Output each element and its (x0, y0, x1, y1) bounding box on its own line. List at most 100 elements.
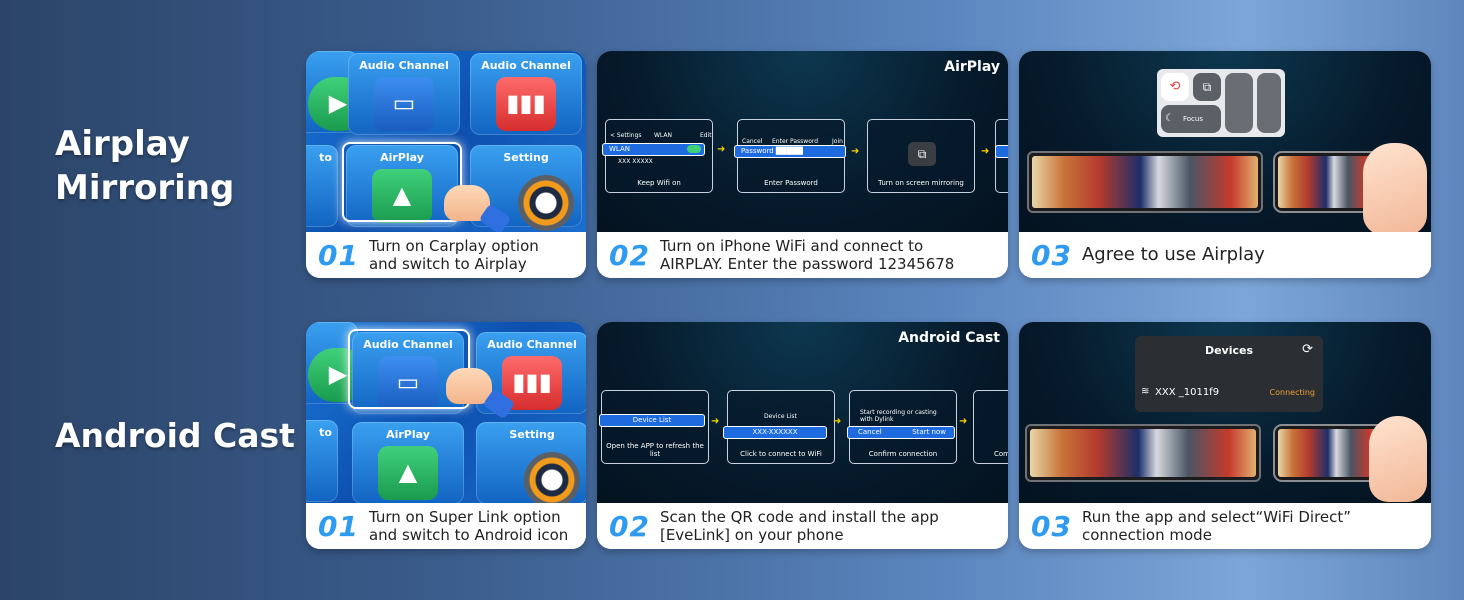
phone-video (1278, 156, 1378, 208)
refresh-icon[interactable]: ⟳ (1302, 342, 1313, 357)
app-tile-airplay[interactable]: AirPlay ▲ (352, 422, 464, 504)
tile-label: Setting (503, 151, 549, 164)
app-tile-airplay[interactable]: AirPlay ▲ (346, 145, 458, 227)
volume-slider[interactable] (1257, 73, 1281, 133)
screen-caption: Keep Wifi on (637, 179, 681, 187)
android-cast-screens: Android Cast Open the APP to refresh the… (597, 322, 1008, 504)
nav-title: WLAN (654, 132, 673, 139)
tile-label: to (319, 151, 332, 164)
step-card-android-03: Devices ⟳ ≋ XXX _1011f9 Connecting 03 Ru… (1019, 322, 1431, 549)
device-name[interactable]: XXX _1011f9 (1155, 387, 1220, 398)
step-number: 01 (318, 238, 359, 272)
start-now-button[interactable]: Start now (912, 428, 946, 436)
control-center-panel: ⟲ ⧉ Focus ☾ (1157, 69, 1285, 137)
phone-screen-mirroring: ⧉ Turn on screen mirroring (867, 119, 975, 193)
step-text: Turn on Carplay option and switch to Air… (369, 237, 539, 273)
device-entry-bar[interactable]: XXX-XXXXXX (723, 426, 827, 439)
step-text: Run the app and select“WiFi Direct” conn… (1082, 508, 1351, 544)
step-text-line: [EveLink] on your phone (659, 526, 844, 544)
step-text-line: Run the app and select“WiFi Direct” (1081, 508, 1352, 526)
screen-caption: Turn on screen mirroring (878, 179, 964, 187)
step-text: Scan the QR code and install the app [Ev… (660, 508, 939, 544)
rearview-mirror-display (1027, 151, 1263, 213)
rotation-lock-icon[interactable]: ⟲ (1161, 73, 1189, 101)
airplay-agree-scene: ⟲ ⧉ Focus ☾ (1019, 51, 1431, 233)
smartphone (1273, 424, 1387, 482)
moon-icon: ☾ (1165, 113, 1174, 124)
focus-label: Focus (1183, 115, 1203, 123)
focus-button[interactable]: Focus (1161, 105, 1221, 133)
tile-label: Audio Channel (359, 59, 449, 72)
brightness-slider[interactable] (1225, 73, 1253, 133)
airplay-setup-screens: AirPlay < Settings WLAN Edit XXX XXXXX K… (597, 51, 1008, 233)
list-title: Device List (764, 413, 797, 420)
connection-status: Connecting (1269, 388, 1315, 397)
hand-holding-phone (1369, 416, 1427, 502)
screen-caption: Confirm connection (868, 450, 938, 458)
row-title-line: Airplay (55, 124, 190, 164)
nav-back: < Settings (610, 132, 642, 139)
arrow-right-icon: ➜ (717, 144, 726, 155)
screen-mirror-icon[interactable]: ⧉ (1193, 73, 1221, 101)
app-tile-audio-channel[interactable]: Audio Channel ▭ (352, 332, 464, 414)
tile-label: Audio Channel (487, 338, 577, 351)
airplay-icon: ▲ (378, 446, 438, 500)
screen-caption: Enter Password (764, 179, 818, 187)
step-caption: 01 Turn on Carplay option and switch to … (306, 232, 586, 278)
step-text-line: and switch to Airplay (368, 255, 527, 273)
step-text-line: AIRPLAY. Enter the password 12345678 (659, 255, 955, 273)
step-number: 02 (609, 238, 650, 272)
tile-label: to (319, 426, 332, 439)
step-caption: 03 Agree to use Airplay (1019, 232, 1431, 278)
devices-popup: Devices ⟳ ≋ XXX _1011f9 Connecting (1135, 336, 1323, 412)
wlan-toggle-bar[interactable]: WLAN (602, 143, 705, 156)
tile-label: Audio Channel (481, 59, 571, 72)
screen-caption: Com (994, 450, 1008, 458)
password-field[interactable]: Password █████ (734, 145, 846, 158)
tile-label: Audio Channel (363, 338, 453, 351)
row-title-android-cast: Android Cast (55, 416, 295, 456)
android-connect-scene: Devices ⟳ ≋ XXX _1011f9 Connecting (1019, 322, 1431, 504)
arrow-right-icon: ➜ (959, 416, 968, 427)
cancel-button[interactable]: Cancel (858, 428, 882, 436)
screen-mirror-icon: ▭ (378, 356, 438, 410)
nav-join: Join (832, 138, 843, 145)
arrow-right-icon: ➜ (981, 146, 990, 157)
app-tile[interactable]: to (306, 145, 338, 227)
highlight-bar (995, 145, 1008, 158)
tile-label: AirPlay (386, 428, 430, 441)
step-text: Agree to use Airplay (1082, 246, 1265, 264)
app-tile[interactable]: to (306, 420, 338, 502)
arrow-right-icon: ➜ (851, 146, 860, 157)
app-tile-audio-channel[interactable]: Audio Channel ▭ (348, 53, 460, 135)
row-title-line: Android Cast (55, 416, 295, 455)
devices-title: Devices (1204, 344, 1254, 357)
step-card-android-02: Android Cast Open the APP to refresh the… (597, 322, 1008, 549)
app-tile-audio-channel[interactable]: Audio Channel ▮▮▮ (470, 53, 582, 135)
confirm-prompt: Start recording or casting with Dylink (860, 409, 937, 423)
step-text-line: Scan the QR code and install the app (659, 508, 939, 526)
step-caption: 01 Turn on Super Link option and switch … (306, 503, 586, 549)
step-number: 03 (1031, 238, 1072, 272)
mirrored-video (1030, 429, 1256, 477)
wifi-icon: ≋ (1141, 386, 1150, 397)
device-list-bar[interactable]: Device List (599, 414, 705, 427)
step-caption: 03 Run the app and select“WiFi Direct” c… (1019, 503, 1431, 549)
step-text: Turn on iPhone WiFi and connect to AIRPL… (660, 237, 954, 273)
screen-mirror-icon: ⧉ (908, 142, 936, 166)
gear-icon (518, 175, 574, 231)
audio-wave-icon: ▮▮▮ (496, 77, 556, 131)
confirm-action-bar: Cancel Start now (847, 426, 955, 439)
tile-label: AirPlay (380, 151, 424, 164)
phone-screen-device-list: Open the APP to refresh the list (601, 390, 709, 464)
step-text-line: Turn on Super Link option (368, 508, 561, 526)
step-card-airplay-01: ▶ Audio Channel ▭ Audio Channel ▮▮▮ to A… (306, 51, 586, 278)
step-caption: 02 Turn on iPhone WiFi and connect to AI… (597, 232, 1008, 278)
selection-highlight (342, 142, 462, 222)
step-card-airplay-02: AirPlay < Settings WLAN Edit XXX XXXXX K… (597, 51, 1008, 278)
phone-video (1278, 429, 1382, 477)
airplay-icon: ▲ (372, 169, 432, 223)
screen-mirror-icon: ▭ (374, 77, 434, 131)
step-number: 02 (609, 509, 650, 543)
step-caption: 02 Scan the QR code and install the app … (597, 503, 1008, 549)
